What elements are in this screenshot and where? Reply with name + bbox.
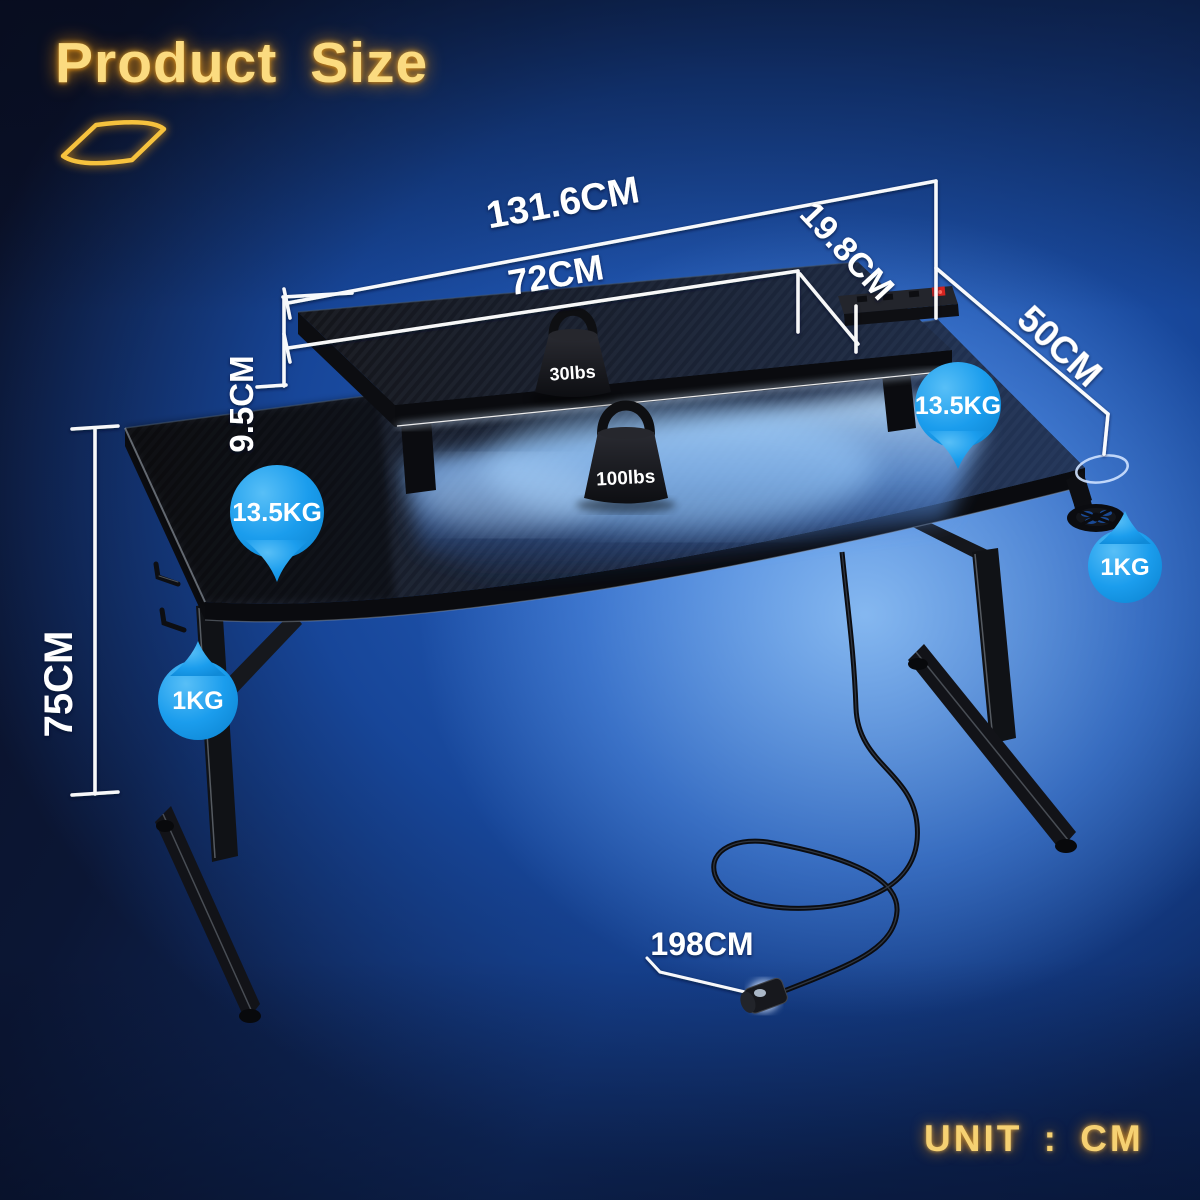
cord-leader-line [645,956,764,998]
weight-30lbs: 30lbs [529,306,617,406]
left-leg [155,602,302,1023]
page-title: Product Size [55,31,429,95]
shelf-capacity-label: 30lbs [549,361,596,384]
power-cord [711,551,920,1000]
cup-holder [1066,454,1129,532]
wire-loop [1075,454,1129,484]
dim-line-desk-depth [934,266,1110,416]
badge-hook-kg: 1KG [158,641,238,740]
label-cord-length: 198CM [650,926,753,962]
capacity-badges: 13.5KG 13.5KG 1KG 1KG [158,362,1162,740]
badge-cup-holder-kg-label: 1KG [1100,554,1149,581]
right-leg [903,516,1077,853]
unit-note: UNIT : CM [924,1118,1144,1159]
badge-desk-left-kg: 13.5KG [230,465,324,582]
desk-capacity-label: 100lbs [596,466,656,490]
label-desk-depth: 50CM [1010,298,1110,395]
dimension-lines [70,179,1110,998]
monitor-shelf [297,261,952,428]
badge-desk-right-kg: 13.5KG [915,362,1001,469]
dim-line-shelf-width [286,269,800,350]
badge-desk-right-kg-label: 13.5KG [915,392,1001,420]
dim-line-desk-width [286,179,938,305]
weight-100lbs: 100lbs [576,400,676,513]
label-shelf-height: 9.5CM [223,355,260,452]
led-glow [402,390,985,582]
dim-line-shelf-depth [798,272,860,346]
badge-desk-left-kg-label: 13.5KG [232,497,322,527]
power-strip [838,286,959,326]
label-desk-width: 131.6CM [483,169,642,237]
badge-cup-holder-kg: 1KG [1088,511,1162,603]
desk-outline-icon [60,120,167,166]
badge-hook-kg-label: 1KG [172,687,223,715]
label-desk-height: 75CM [37,631,81,738]
shelf-riser-left [400,404,436,494]
power-plug [740,977,788,1014]
headphone-hook [153,561,187,633]
